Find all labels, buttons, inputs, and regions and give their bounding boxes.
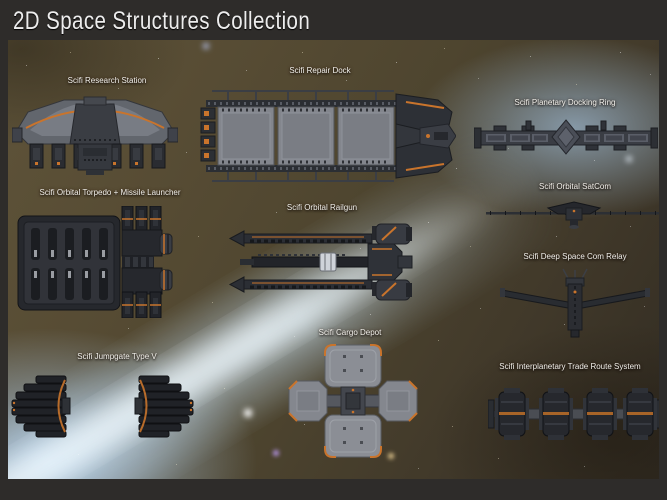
label-orbital-satcom: Scifi Orbital SatCom xyxy=(538,182,612,191)
structure-orbital-railgun xyxy=(226,218,414,311)
label-cargo-depot: Scifi Cargo Depot xyxy=(318,328,382,337)
structure-jumpgate-right xyxy=(133,374,197,443)
structure-cargo-depot xyxy=(285,343,421,464)
structure-research-station xyxy=(11,92,179,181)
label-orbital-railgun: Scifi Orbital Railgun xyxy=(286,203,358,212)
label-interplanetary-trade-route-system: Scifi Interplanetary Trade Route System xyxy=(499,362,641,371)
label-repair-dock: Scifi Repair Dock xyxy=(289,66,351,75)
space-scene: Scifi Research Station xyxy=(8,40,659,479)
label-deep-space-com-relay: Scifi Deep Space Com Relay xyxy=(523,252,627,261)
structure-deep-space-com-relay xyxy=(500,268,650,345)
label-orbital-torpedo-missile-launcher: Scifi Orbital Torpedo + Missile Launcher xyxy=(39,188,181,197)
page-title: 2D Space Structures Collection xyxy=(13,7,311,35)
structure-jumpgate-left xyxy=(8,374,72,443)
jumpgate-left-image xyxy=(11,375,71,438)
cargo-depot-image xyxy=(288,344,418,458)
label-research-station: Scifi Research Station xyxy=(67,76,147,85)
repair-dock-image xyxy=(200,90,457,182)
label-planetary-docking-ring: Scifi Planetary Docking Ring xyxy=(514,98,616,107)
label-jumpgate-type-v: Scifi Jumpgate Type V xyxy=(77,352,157,361)
structure-orbital-satcom xyxy=(486,198,659,235)
orbital-railgun-image xyxy=(228,223,413,301)
structure-planetary-docking-ring xyxy=(473,118,659,161)
orbital-torpedo-missile-launcher-image xyxy=(17,205,173,319)
orbital-satcom-image xyxy=(486,201,659,229)
jumpgate-right-image xyxy=(134,375,194,438)
interplanetary-trade-route-system-image xyxy=(487,388,659,440)
deep-space-com-relay-image xyxy=(500,268,650,338)
structure-interplanetary-trade-route-system xyxy=(487,386,659,447)
structure-orbital-torpedo-missile-launcher xyxy=(16,205,174,323)
bright-stars xyxy=(8,40,10,42)
planetary-docking-ring-image xyxy=(473,119,659,155)
structure-repair-dock xyxy=(198,86,457,191)
research-station-image xyxy=(11,96,179,175)
